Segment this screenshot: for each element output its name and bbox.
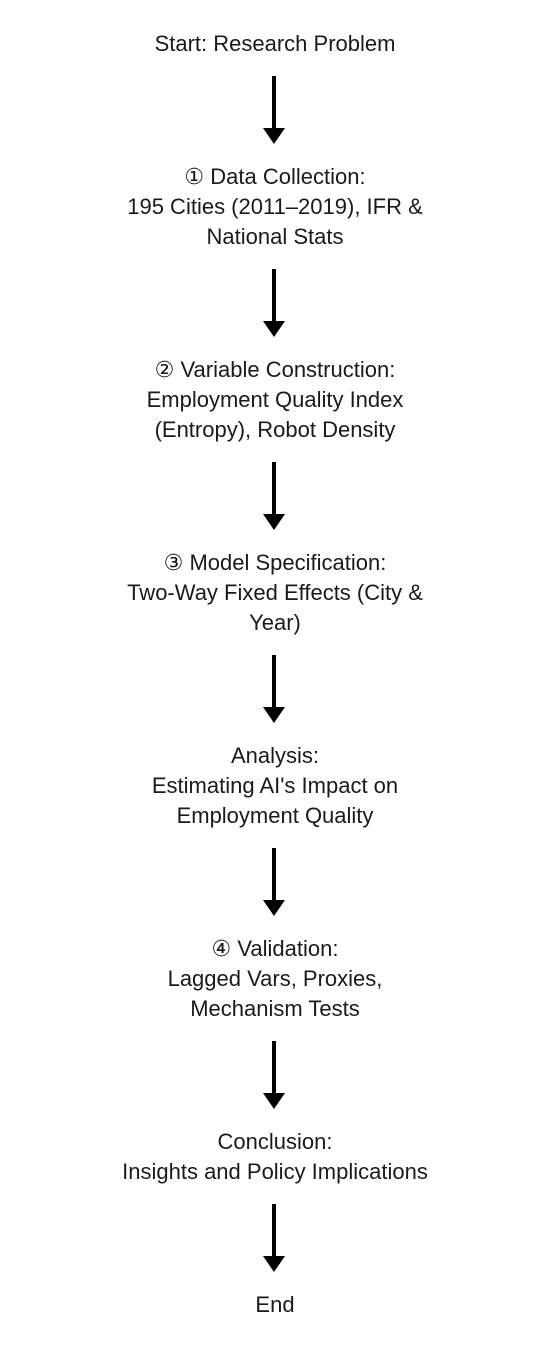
validation-node: ④ Validation: Lagged Vars, Proxies, Mech… bbox=[15, 917, 535, 1041]
node-label: Two-Way Fixed Effects (City & bbox=[127, 580, 423, 605]
data-collection-node: ① Data Collection: 195 Cities (2011–2019… bbox=[15, 145, 535, 269]
node-label: Start: Research Problem bbox=[154, 31, 396, 56]
node-label: Lagged Vars, Proxies, bbox=[167, 966, 383, 991]
node-label: Year) bbox=[249, 610, 301, 635]
node-label: ② Variable Construction: bbox=[154, 357, 396, 382]
node-label: ③ Model Specification: bbox=[163, 550, 387, 575]
node-label: 195 Cities (2011–2019), IFR & bbox=[127, 194, 423, 219]
node-label: Mechanism Tests bbox=[190, 996, 360, 1021]
analysis-node: Analysis: Estimating AI's Impact on Empl… bbox=[15, 724, 535, 848]
node-label: (Entropy), Robot Density bbox=[154, 417, 396, 442]
flow-arrow bbox=[263, 848, 285, 916]
variable-construction-node: ② Variable Construction: Employment Qual… bbox=[15, 338, 535, 462]
end-node: End bbox=[212, 1273, 338, 1337]
node-label: National Stats bbox=[206, 224, 344, 249]
node-label: Estimating AI's Impact on bbox=[151, 773, 399, 798]
node-label: Employment Quality bbox=[176, 803, 374, 828]
flow-arrow bbox=[263, 269, 285, 337]
model-specification-node: ③ Model Specification: Two-Way Fixed Eff… bbox=[15, 531, 535, 655]
node-label: Analysis: bbox=[230, 743, 320, 768]
node-label: ④ Validation: bbox=[211, 936, 339, 961]
start-node: Start: Research Problem bbox=[68, 12, 482, 76]
flow-arrow bbox=[263, 1204, 285, 1272]
node-label: ① Data Collection: bbox=[184, 164, 366, 189]
flow-arrow bbox=[263, 655, 285, 723]
flow-arrow bbox=[263, 1041, 285, 1109]
flow-arrow bbox=[263, 462, 285, 530]
node-label: Conclusion: bbox=[217, 1129, 333, 1154]
conclusion-node: Conclusion: Insights and Policy Implicat… bbox=[23, 1110, 527, 1204]
node-label: End bbox=[255, 1292, 295, 1317]
node-label: Employment Quality Index bbox=[146, 387, 404, 412]
node-label: Insights and Policy Implications bbox=[122, 1159, 428, 1184]
flow-arrow bbox=[263, 76, 285, 144]
